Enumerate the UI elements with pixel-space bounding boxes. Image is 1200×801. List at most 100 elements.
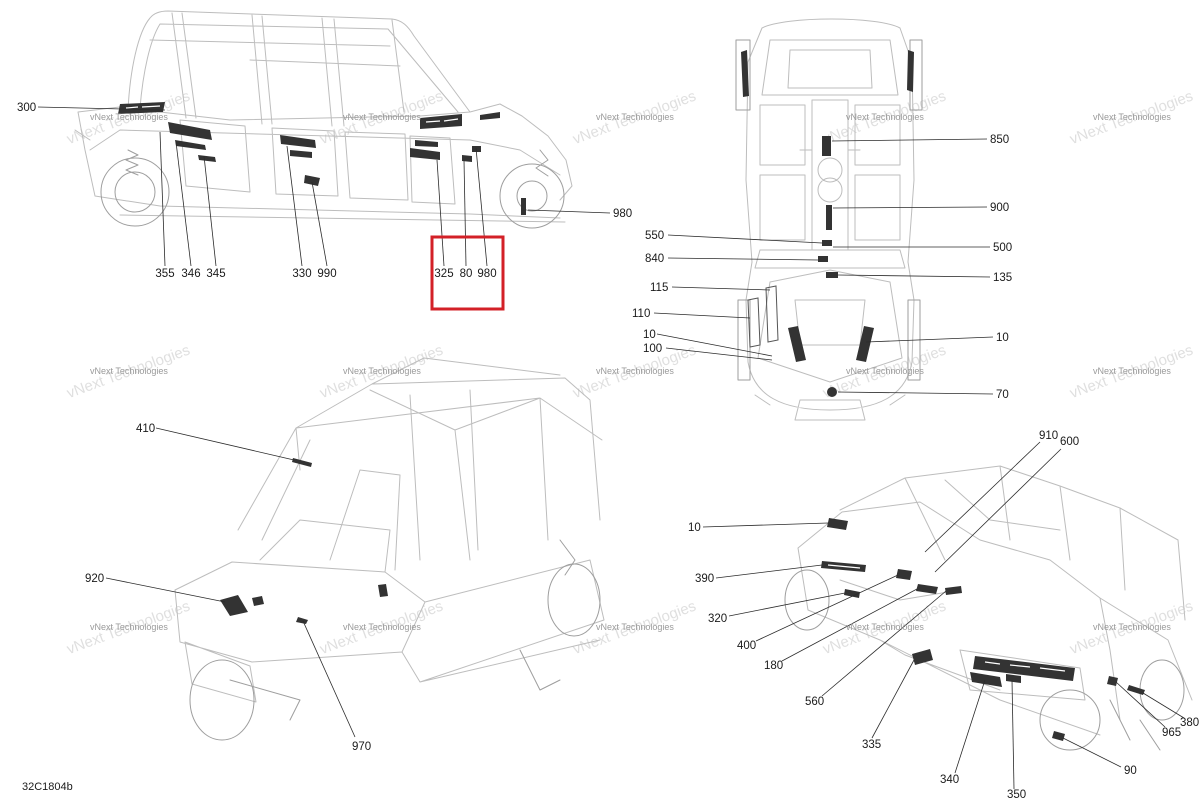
decal-shapes xyxy=(821,518,1145,741)
callout-10[interactable]: 10 xyxy=(996,332,1009,344)
callout-180[interactable]: 180 xyxy=(764,660,783,672)
leader-line-910 xyxy=(924,441,1041,553)
leader-line-340 xyxy=(954,679,986,774)
vehicle-body xyxy=(74,103,573,223)
callouts-front-three-quarter-view: 410 920 970 xyxy=(85,423,371,753)
vehicle-body xyxy=(797,501,1193,736)
watermark-text: vNext Technologies xyxy=(846,622,924,632)
callout-380[interactable]: 380 xyxy=(1180,717,1199,729)
vehicle-side-view xyxy=(74,10,573,229)
highlight-box xyxy=(430,235,505,311)
callout-135[interactable]: 135 xyxy=(993,272,1012,284)
watermark-text: vNext Technologies xyxy=(846,366,924,376)
callout-100[interactable]: 100 xyxy=(643,343,662,355)
watermark-text: vNext Technologies xyxy=(90,622,168,632)
callout-325[interactable]: 325 xyxy=(434,268,453,280)
leader-line-115 xyxy=(671,286,771,291)
leader-line-560 xyxy=(821,590,947,697)
leader-line-355 xyxy=(159,131,166,267)
callout-965[interactable]: 965 xyxy=(1162,727,1181,739)
leader-line-10 xyxy=(702,522,829,528)
watermark-text: vNext Technologies xyxy=(596,366,674,376)
watermark-text: vNext Technologies xyxy=(1093,112,1171,122)
callout-345[interactable]: 345 xyxy=(206,268,225,280)
callout-340[interactable]: 340 xyxy=(940,774,959,786)
leader-line-70 xyxy=(837,391,994,395)
callout-840[interactable]: 840 xyxy=(645,253,664,265)
callout-600[interactable]: 600 xyxy=(1060,436,1079,448)
callout-10[interactable]: 10 xyxy=(643,329,656,341)
leader-line-300 xyxy=(37,106,166,111)
decal-shapes xyxy=(741,50,914,397)
callouts-rear-three-quarter-view: 910 600 10 390 320 400 180 560 335 340 3… xyxy=(688,430,1199,801)
watermark-text: vNext Technologies xyxy=(90,112,168,122)
callout-90[interactable]: 90 xyxy=(1124,765,1137,777)
callout-70[interactable]: 70 xyxy=(996,389,1009,401)
leader-line-400 xyxy=(755,574,899,642)
callout-410[interactable]: 410 xyxy=(136,423,155,435)
callout-550[interactable]: 550 xyxy=(645,230,664,242)
callout-850[interactable]: 850 xyxy=(990,134,1009,146)
wheels-top xyxy=(735,39,923,381)
leader-line-840 xyxy=(667,257,819,261)
callout-980[interactable]: 980 xyxy=(477,268,496,280)
callout-900[interactable]: 900 xyxy=(990,202,1009,214)
leader-line-350 xyxy=(1011,679,1015,790)
callout-80[interactable]: 80 xyxy=(460,268,473,280)
wheels-suspension xyxy=(784,569,1185,751)
callout-355[interactable]: 355 xyxy=(155,268,174,280)
vehicle-top-view xyxy=(735,18,923,421)
leader-line-325 xyxy=(436,159,445,267)
callout-320[interactable]: 320 xyxy=(708,613,727,625)
callouts-side-view: 300 980 355 346 345 330 990 325 80 980 xyxy=(17,102,632,280)
watermark-layer-small: vNext Technologies vNext Technologies vN… xyxy=(90,112,1171,632)
callout-910[interactable]: 910 xyxy=(1039,430,1058,442)
callout-330[interactable]: 330 xyxy=(292,268,311,280)
callout-10[interactable]: 10 xyxy=(688,522,701,534)
leader-line-900 xyxy=(832,206,988,209)
callout-970[interactable]: 970 xyxy=(352,741,371,753)
decal-shapes xyxy=(220,458,388,624)
callout-350[interactable]: 350 xyxy=(1007,789,1026,801)
callout-400[interactable]: 400 xyxy=(737,640,756,652)
callout-346[interactable]: 346 xyxy=(181,268,200,280)
leader-line-980 xyxy=(475,147,488,267)
callouts-top-view: 850 900 550 500 840 135 115 110 10 100 1… xyxy=(632,134,1012,401)
roll-cage xyxy=(839,465,1186,621)
vehicle-rear-three-quarter-view xyxy=(784,465,1193,751)
watermark-text: vNext Technologies xyxy=(343,622,421,632)
callout-990[interactable]: 990 xyxy=(317,268,336,280)
watermark-text: vNext Technologies xyxy=(1093,366,1171,376)
leader-line-850 xyxy=(831,138,988,142)
leader-line-550 xyxy=(667,234,823,244)
leader-line-980 xyxy=(527,209,611,214)
leader-line-346 xyxy=(175,141,192,267)
leader-line-135 xyxy=(837,274,991,278)
leader-line-970 xyxy=(302,620,356,738)
wheels-suspension xyxy=(100,149,565,229)
vehicle-body xyxy=(174,469,605,703)
roll-cage xyxy=(237,357,603,561)
diagram-code: 32C1804b xyxy=(22,781,73,793)
callout-560[interactable]: 560 xyxy=(805,696,824,708)
callout-500[interactable]: 500 xyxy=(993,242,1012,254)
leader-line-10 xyxy=(865,336,994,343)
leader-line-410 xyxy=(155,427,295,461)
callout-335[interactable]: 335 xyxy=(862,739,881,751)
callout-920[interactable]: 920 xyxy=(85,573,104,585)
callout-115[interactable]: 115 xyxy=(650,282,668,294)
watermark-text: vNext Technologies xyxy=(596,622,674,632)
callout-390[interactable]: 390 xyxy=(695,573,714,585)
vehicle-front-three-quarter-view xyxy=(174,357,605,741)
callout-980[interactable]: 980 xyxy=(613,208,632,220)
callout-110[interactable]: 110 xyxy=(632,308,650,320)
leader-line-90 xyxy=(1062,737,1122,768)
leader-line-180 xyxy=(781,588,918,662)
callout-300[interactable]: 300 xyxy=(17,102,36,114)
leader-line-80 xyxy=(463,159,467,267)
leader-line-990 xyxy=(311,181,328,267)
leader-line-920 xyxy=(105,577,226,603)
watermark-text: vNext Technologies xyxy=(596,112,674,122)
logo-mark xyxy=(125,105,459,123)
